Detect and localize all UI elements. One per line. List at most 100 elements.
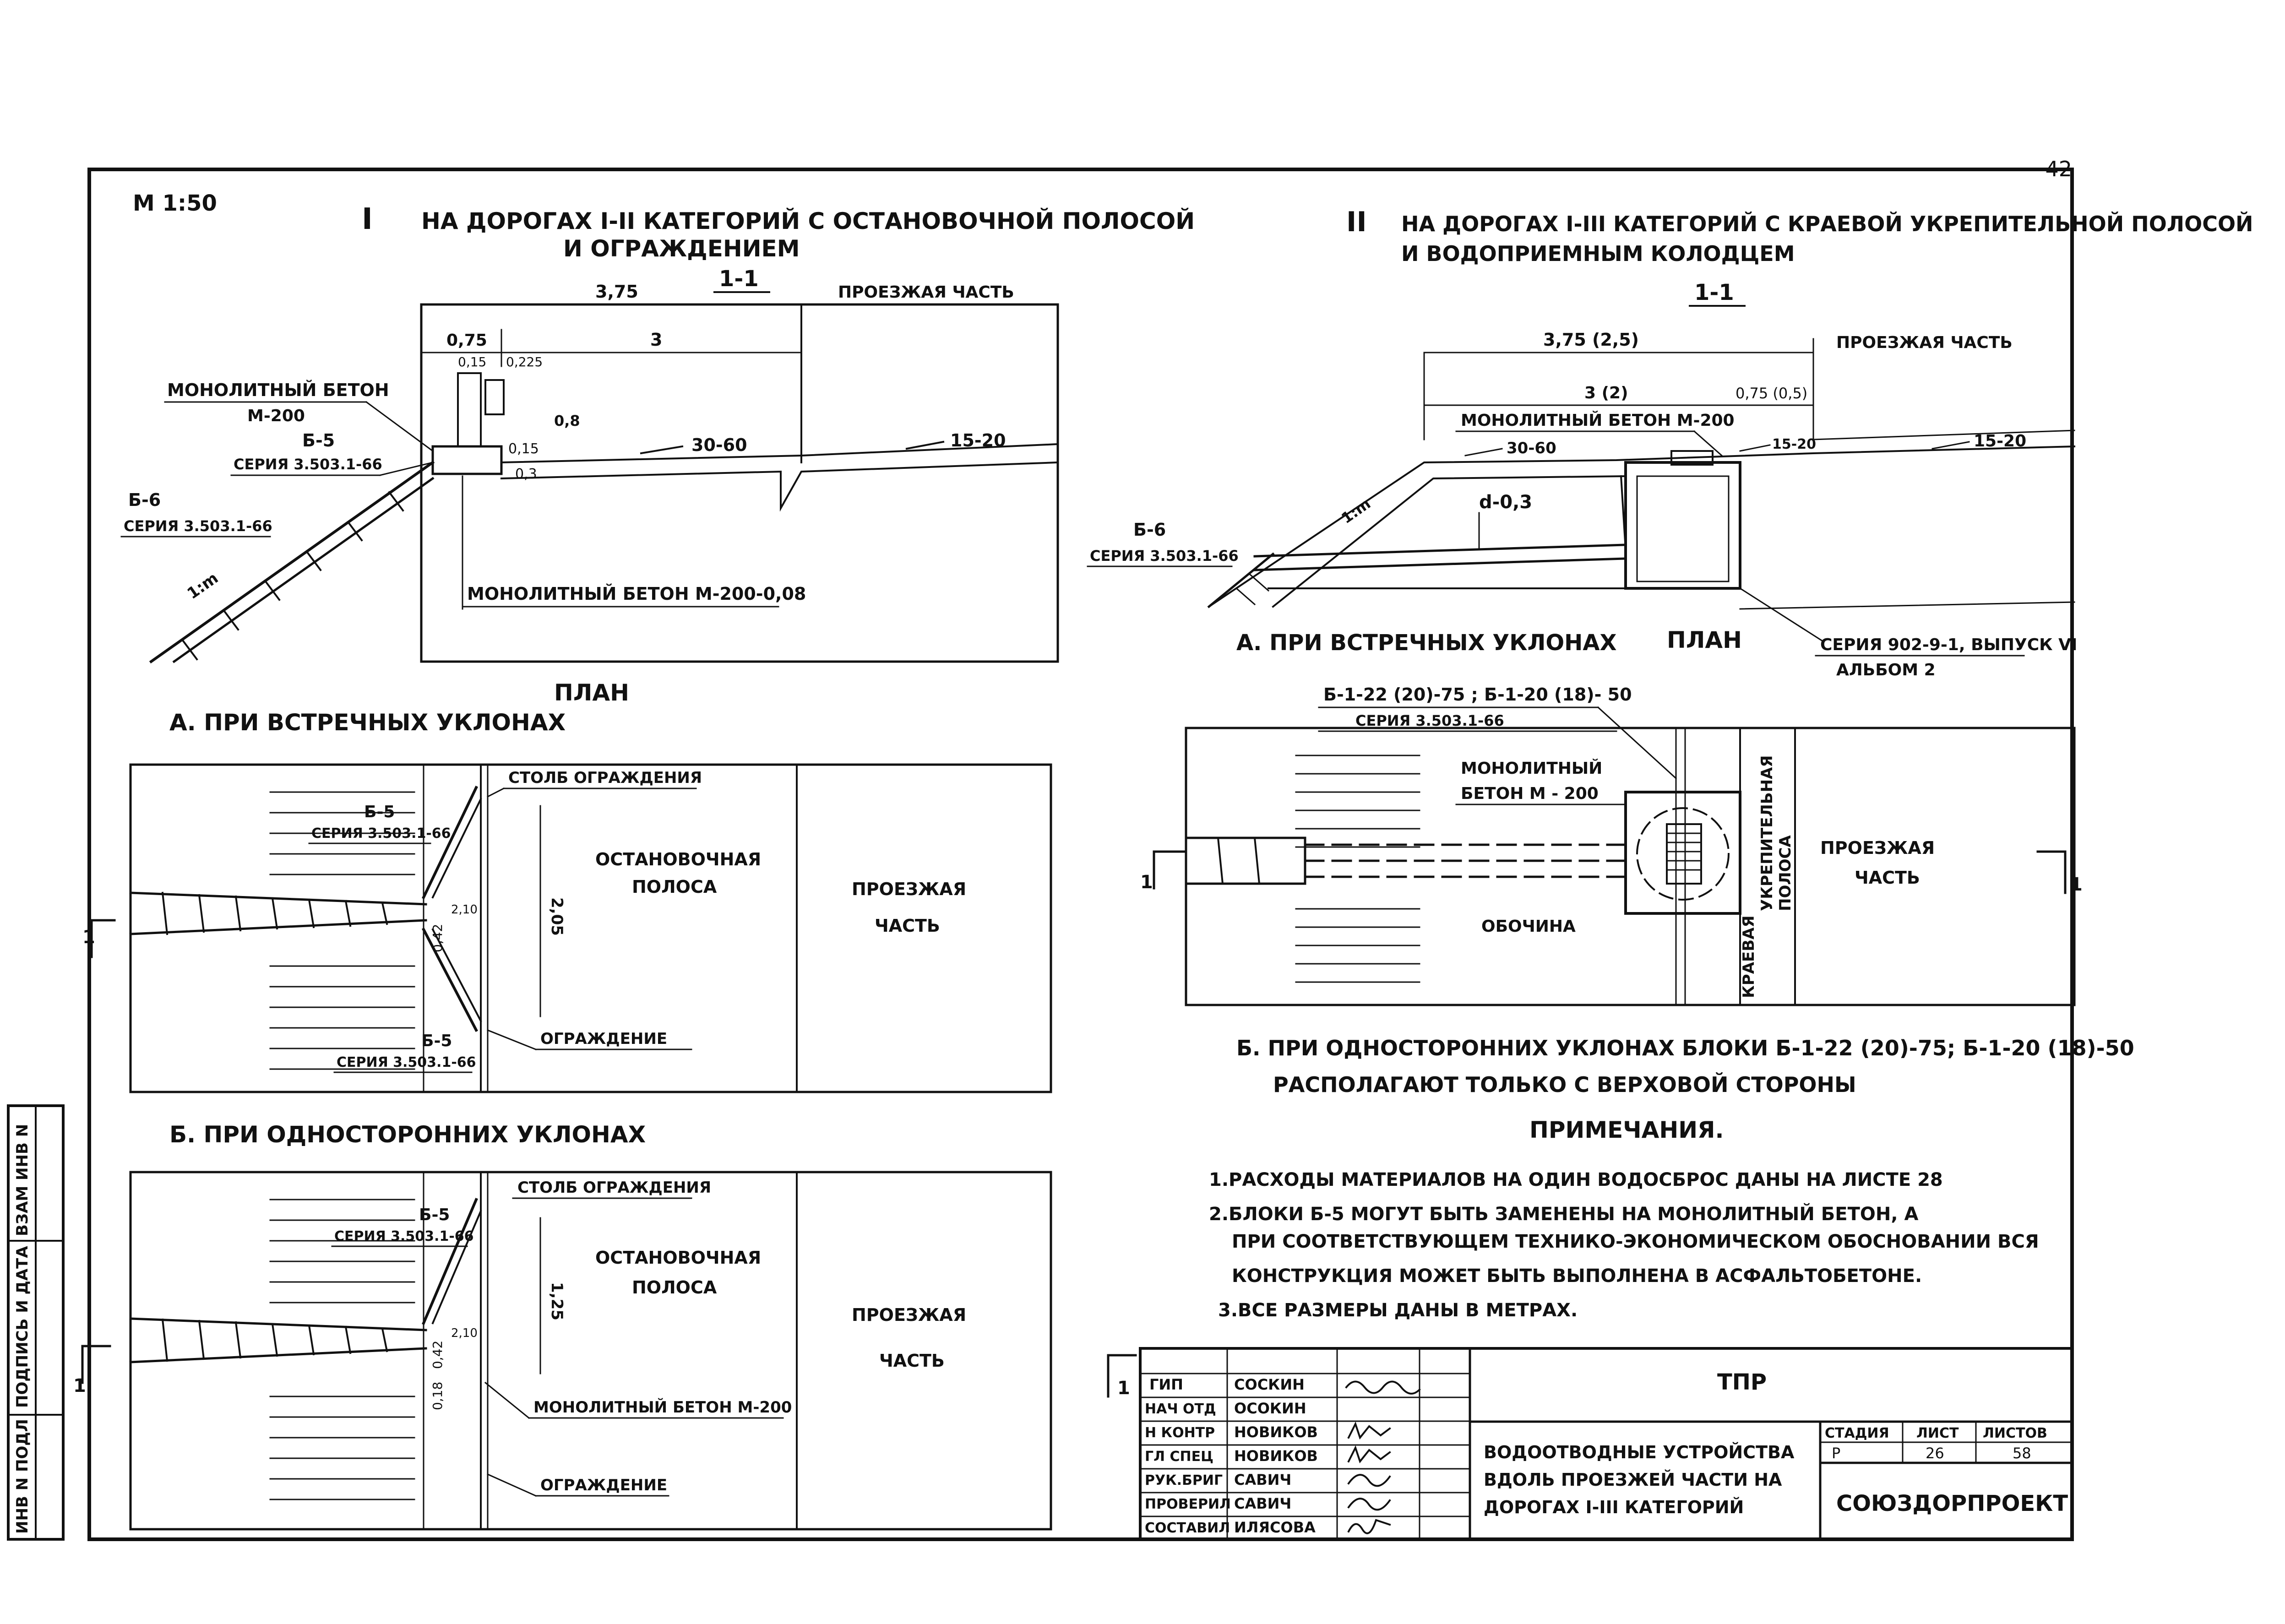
section1-dim-g: 0,3 xyxy=(515,466,537,482)
section1-embankment xyxy=(149,460,435,664)
section1-dim-e: 0,8 xyxy=(554,412,580,429)
plan1b-post-label: СТОЛБ ОГРАЖДЕНИЯ xyxy=(517,1179,711,1197)
sidebar-field-repl: ВЗАМ ИНВ N xyxy=(13,1124,32,1236)
stamp-name-5: САВИЧ xyxy=(1234,1495,1291,1512)
stamp-stage: Р xyxy=(1832,1445,1840,1462)
section1-label-b6: Б-6 xyxy=(128,490,161,510)
section1-label-b5: Б-5 xyxy=(302,430,335,451)
plan2: А. ПРИ ВСТРЕЧНЫХ УКЛОНАХ ПЛАН Б-1-22 (20… xyxy=(1140,627,2083,1006)
section2-carriageway: ПРОЕЗЖАЯ ЧАСТЬ xyxy=(1836,333,2013,352)
section2-label-b6: Б-6 xyxy=(1133,520,1166,540)
plan1-series-bot: СЕРИЯ 3.503.1-66 xyxy=(337,1054,476,1070)
stamp-sheets: 58 xyxy=(2013,1445,2031,1462)
stamp-desc3: ДОРОГАХ I-III КАТЕГОРИЙ xyxy=(1484,1497,1744,1517)
section2-label-series: СЕРИЯ 3.503.1-66 xyxy=(1090,547,1239,565)
section2: II НА ДОРОГАХ I-III КАТЕГОРИЙ С КРАЕВОЙ … xyxy=(1087,206,2253,679)
section2-well-album: АЛЬБОМ 2 xyxy=(1836,661,1936,679)
section1-dim-d: 0,225 xyxy=(506,354,543,369)
plan1-carriage1: ПРОЕЗЖАЯ xyxy=(852,879,966,899)
plan1b-cut-mark: 1 xyxy=(73,1375,86,1396)
stamp-sheet-label: ЛИСТ xyxy=(1916,1425,1959,1441)
stamp-name-6: ИЛЯСОВА xyxy=(1234,1519,1316,1536)
signatures xyxy=(1345,1380,1421,1534)
stamp-name-0: СОСКИН xyxy=(1234,1376,1305,1393)
section1-embankment-inner xyxy=(172,477,435,663)
plan1b-dim-125: 1,25 xyxy=(548,1282,566,1320)
plan1-box xyxy=(129,763,1052,1093)
plan1b-series: СЕРИЯ 3.503.1-66 xyxy=(334,1228,474,1244)
section1-road-surface xyxy=(500,443,1059,464)
plan2b: Б. ПРИ ОДНОСТОРОННИХ УКЛОНАХ БЛОКИ Б-1-2… xyxy=(1236,1036,2134,1097)
plan2-carriage2: ЧАСТЬ xyxy=(1855,868,1920,888)
stamp-name-1: ОСОКИН xyxy=(1234,1400,1306,1417)
scale-label: М 1:50 xyxy=(133,190,217,216)
stamp-role-3: ГЛ СПЕЦ xyxy=(1145,1449,1213,1465)
title-block-cut-mark: 1 xyxy=(1117,1378,1130,1399)
section2-roman: II xyxy=(1346,206,1367,238)
stamp-name-3: НОВИКОВ xyxy=(1234,1447,1318,1465)
plan2b-line1: Б. ПРИ ОДНОСТОРОННИХ УКЛОНАХ БЛОКИ Б-1-2… xyxy=(1236,1036,2134,1060)
plan2-well xyxy=(1624,791,1741,915)
plan2-title: ПЛАН xyxy=(1667,627,1742,653)
sheet-frame xyxy=(87,168,2074,1541)
plan2-blocks: Б-1-22 (20)-75 ; Б-1-20 (18)- 50 xyxy=(1323,684,1632,705)
plan2-series: СЕРИЯ 3.503.1-66 xyxy=(1355,712,1504,729)
section2-title-line1: НА ДОРОГАХ I-III КАТЕГОРИЙ С КРАЕВОЙ УКР… xyxy=(1401,212,2253,236)
section1-slope1: 30-60 xyxy=(691,435,747,455)
plan1-drain-blocks xyxy=(129,891,427,935)
plan2-edge-strip1: КРАЕВАЯ xyxy=(1740,915,1758,998)
plan1b-hatching xyxy=(269,1199,415,1500)
plan2-edge-strip3: ПОЛОСА xyxy=(1776,835,1795,911)
plan2-cut-mark-right: 1 xyxy=(2070,874,2083,895)
stamp-stage-label: СТАДИЯ xyxy=(1825,1425,1889,1441)
section2-grate xyxy=(1670,450,1714,466)
stamp-role-1: НАЧ ОТД xyxy=(1145,1401,1216,1417)
section1-title-line1: НА ДОРОГАХ I-II КАТЕГОРИЙ С ОСТАНОВОЧНОЙ… xyxy=(421,207,1195,234)
section2-slope2: 15-20 xyxy=(1772,436,1816,452)
section1-fence-rail xyxy=(484,379,505,415)
plan2-well-circle xyxy=(1636,807,1730,901)
title-block: 1 ТПР ГИП НАЧ ОТД Н КОНТР ГЛ СПЕЦ РУК.БР… xyxy=(1107,1347,2073,1541)
plan2-concrete1: МОНОЛИТНЫЙ xyxy=(1461,759,1602,778)
section1: I НА ДОРОГАХ I-II КАТЕГОРИЙ С ОСТАНОВОЧН… xyxy=(120,202,1195,664)
note-3: 3.ВСЕ РАЗМЕРЫ ДАНЫ В МЕТРАХ. xyxy=(1218,1300,1578,1321)
note-1: 1.РАСХОДЫ МАТЕРИАЛОВ НА ОДИН ВОДОСБРОС Д… xyxy=(1209,1169,1943,1190)
plan1-stop-lane1: ОСТАНОВОЧНАЯ xyxy=(595,849,761,869)
plan1-dim-205: 2,05 xyxy=(548,897,566,936)
section1-dim-f: 0,15 xyxy=(508,441,539,457)
section1-cut-label: 1-1 xyxy=(719,266,759,292)
section1-dim-total: 3,75 xyxy=(595,282,638,302)
stamp-sheet: 26 xyxy=(1926,1445,1944,1462)
plan1-dim-042: 0,42 xyxy=(430,924,445,952)
plan1b-drain-blocks xyxy=(129,1317,427,1363)
section1-label-concrete1: МОНОЛИТНЫЙ БЕТОН xyxy=(167,380,389,400)
plan1-curb-wing-bottom xyxy=(421,927,479,1032)
section1-label-concrete2: М-200 xyxy=(247,407,305,425)
plan2-sub-a: А. ПРИ ВСТРЕЧНЫХ УКЛОНАХ xyxy=(1236,630,1617,656)
stamp-role-2: Н КОНТР xyxy=(1145,1425,1215,1441)
plan1b-box xyxy=(129,1171,1052,1531)
plan1-hatching xyxy=(269,791,415,1070)
plan1b-stop-lane2: ПОЛОСА xyxy=(632,1277,717,1298)
plan1-b5-top: Б-5 xyxy=(364,803,395,821)
plan2-hatching xyxy=(1295,755,1420,983)
section1-curb-block xyxy=(431,445,503,475)
sidebar-field-sign: ПОДПИСЬ И ДАТА xyxy=(13,1246,32,1408)
plan1b-carriage1: ПРОЕЗЖАЯ xyxy=(852,1305,966,1325)
stamp-desc2: ВДОЛЬ ПРОЕЗЖЕЙ ЧАСТИ НА xyxy=(1484,1470,1782,1490)
plan1-post-label: СТОЛБ ОГРАЖДЕНИЯ xyxy=(508,769,702,787)
note-2a: 2.БЛОКИ Б-5 МОГУТ БЫТЬ ЗАМЕНЕНЫ НА МОНОЛ… xyxy=(1209,1203,1918,1225)
plan2-pipe xyxy=(1304,843,1632,878)
plan1b-concrete-label: МОНОЛИТНЫЙ БЕТОН М-200 xyxy=(533,1398,792,1417)
sidebar-field-inv: ИНВ N ПОДЛ xyxy=(13,1419,32,1534)
plan1b-fence-label: ОГРАЖДЕНИЕ xyxy=(540,1476,667,1494)
notes: ПРИМЕЧАНИЯ. 1.РАСХОДЫ МАТЕРИАЛОВ НА ОДИН… xyxy=(1209,1117,2039,1321)
section1-slope-bank: 1:m xyxy=(184,569,222,603)
plan1: ПЛАН А. ПРИ ВСТРЕЧНЫХ УКЛОНАХ xyxy=(82,679,1052,1093)
section2-concrete: МОНОЛИТНЫЙ БЕТОН М-200 xyxy=(1461,411,1735,430)
section2-dim-a: 3 (2) xyxy=(1584,384,1628,402)
plan2-carriage1: ПРОЕЗЖАЯ xyxy=(1820,838,1935,858)
plan2-grate xyxy=(1666,823,1702,885)
notes-title: ПРИМЕЧАНИЯ. xyxy=(1529,1117,1724,1143)
